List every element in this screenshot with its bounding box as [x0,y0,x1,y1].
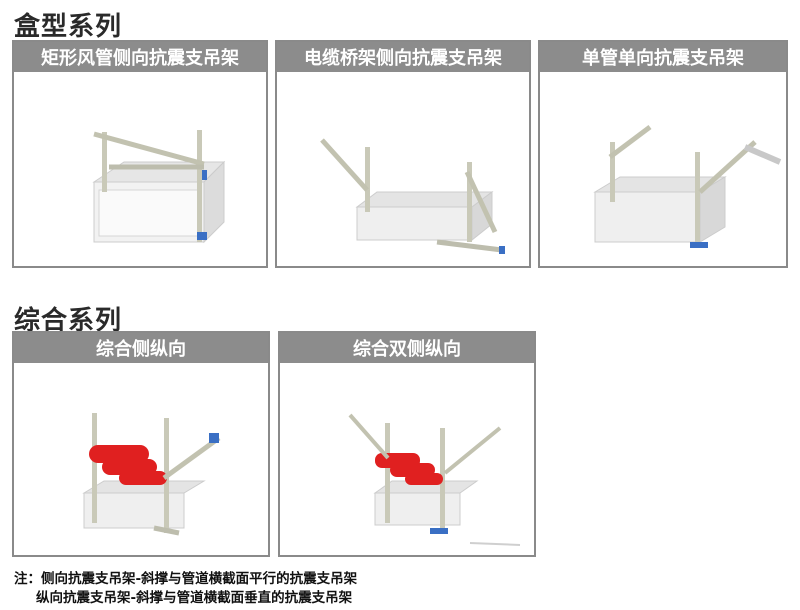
card-single-pipe[interactable]: 单管单向抗震支吊架 [538,40,788,268]
combo-side-hanger-illustration [14,363,268,555]
card-title: 综合双侧纵向 [280,333,534,363]
card-title: 矩形风管侧向抗震支吊架 [14,42,266,72]
card-rect-duct[interactable]: 矩形风管侧向抗震支吊架 [12,40,268,268]
note-line-2: 纵向抗震支吊架-斜撑与管道横截面垂直的抗震支吊架 [36,590,353,606]
single-pipe-hanger-illustration [540,72,786,266]
rect-duct-hanger-illustration [14,72,266,266]
card-combo-double-side-longitudinal[interactable]: 综合双侧纵向 [278,331,536,557]
card-combo-side-longitudinal[interactable]: 综合侧纵向 [12,331,270,557]
note-line-1: 注：侧向抗震支吊架-斜撑与管道横截面平行的抗震支吊架 [14,571,358,587]
card-title: 电缆桥架侧向抗震支吊架 [277,42,529,72]
card-title: 单管单向抗震支吊架 [540,42,786,72]
section-title-box: 盒型系列 [14,12,123,42]
combo-double-side-hanger-illustration [280,363,534,555]
cable-tray-hanger-illustration [277,72,529,266]
card-title: 综合侧纵向 [14,333,268,363]
card-cable-tray[interactable]: 电缆桥架侧向抗震支吊架 [275,40,531,268]
